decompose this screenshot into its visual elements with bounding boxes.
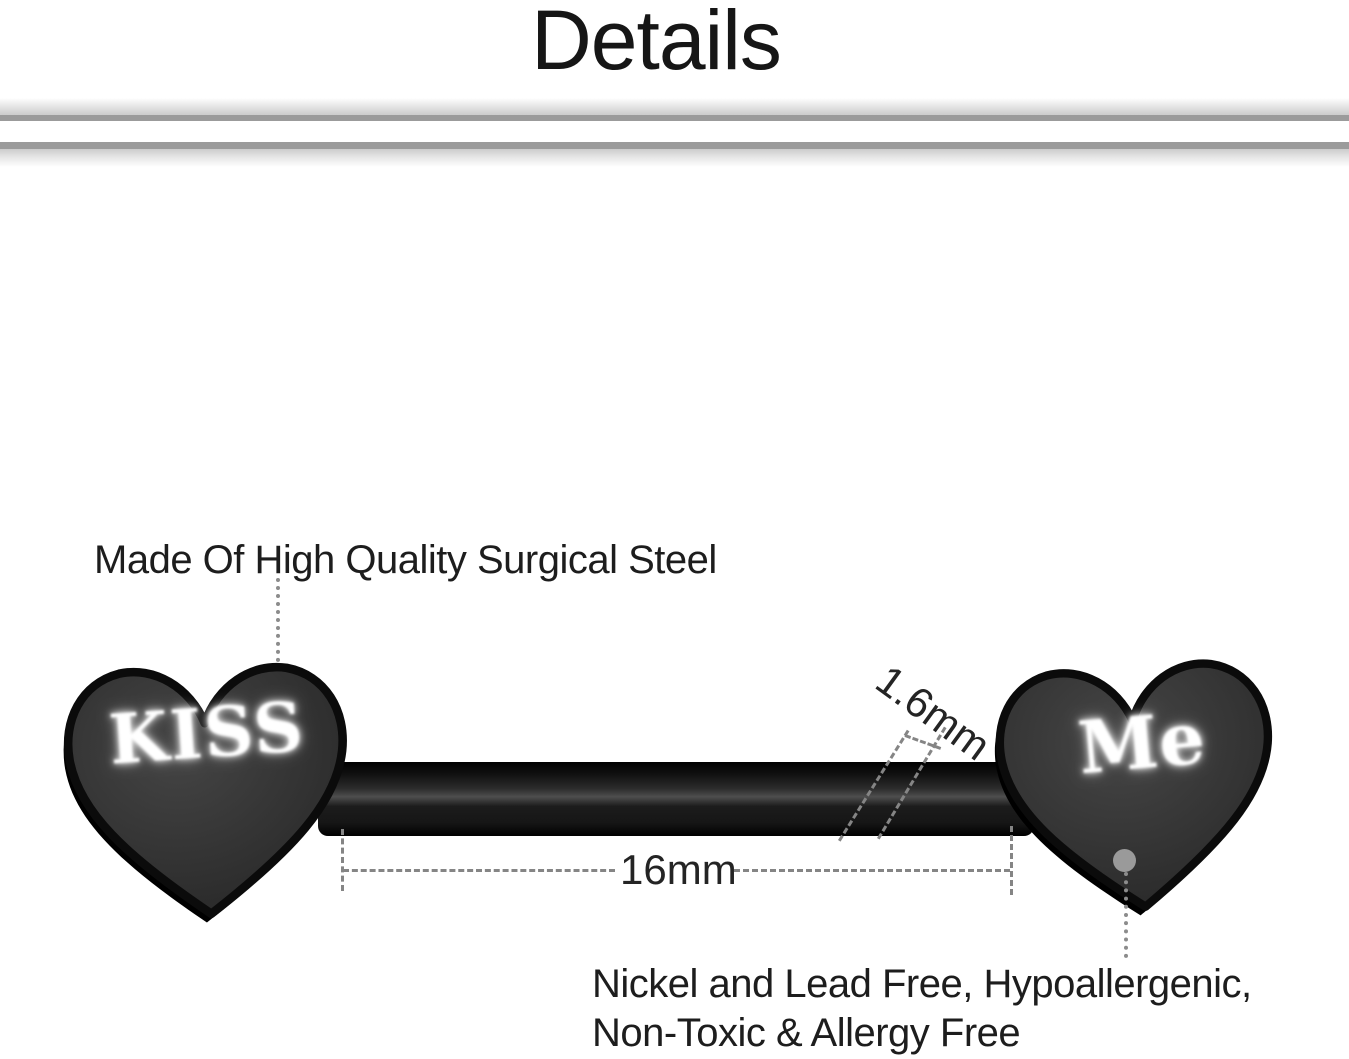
heart-shape-right [994,659,1273,916]
safety-line-1: Nickel and Lead Free, Hypoallergenic, [592,962,1252,1006]
length-dim-dash-right [734,869,1010,872]
me-engraving: Me [1074,694,1210,791]
length-dim-end-left [341,829,344,891]
length-dim-label: 16mm [620,846,737,893]
safety-label: Nickel and Lead Free, Hypoallergenic, No… [592,960,1252,1058]
page-title: Details [531,0,782,87]
kiss-engraving: KISS [106,687,308,781]
material-label: Made Of High Quality Surgical Steel [94,538,717,582]
length-dim-dash-left [343,869,615,872]
leader-dot-marker-right [1113,849,1136,872]
divider-line-top [0,115,1349,121]
divider-gradient-top [0,98,1349,115]
heart-shape-left [63,662,347,923]
divider-line-bottom [0,142,1349,149]
length-dim-end-right [1010,826,1013,895]
thickness-dim-label: 1.6mm [867,655,1000,770]
safety-line-2: Non-Toxic & Allergy Free [592,1011,1021,1055]
leader-dotted-line-left [276,578,280,678]
leader-dotted-line-right [1124,872,1128,958]
divider-gradient-bottom [0,149,1349,167]
barbell-bar [318,762,1034,836]
me-heart-end [983,638,1291,930]
kiss-heart-end [59,641,355,935]
